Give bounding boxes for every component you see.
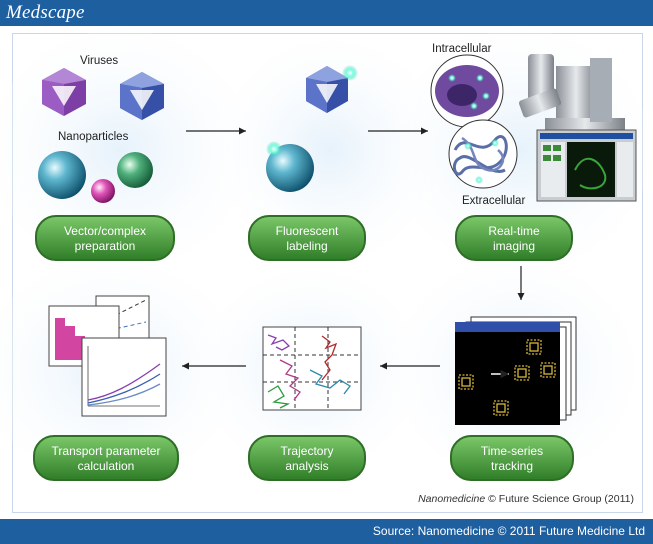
virus-blue-icon: [120, 72, 164, 120]
source-text: Source: Nanomedicine © 2011 Future Medic…: [372, 524, 645, 538]
step-fluorescent-labeling: Fluorescent labeling: [248, 215, 366, 261]
step-3-line-2: imaging: [493, 239, 535, 253]
intracellular-cell-icon: [430, 54, 504, 128]
step-vector-preparation: Vector/complex preparation: [35, 215, 175, 261]
trajectory-plot-icon: [262, 326, 362, 411]
extracellular-label: Extracellular: [462, 195, 525, 207]
labeled-virus-icon: [306, 65, 358, 113]
image-stack-icon: [455, 316, 577, 425]
step-real-time-imaging: Real-time imaging: [455, 215, 573, 261]
figure-credit: Nanomedicine © Future Science Group (201…: [418, 493, 634, 505]
glow-2: [220, 40, 440, 260]
step-4-line-2: tracking: [491, 459, 533, 473]
microscope-icon: [518, 54, 625, 132]
step-trajectory-analysis: Trajectory analysis: [248, 435, 366, 481]
step-1-line-1: Vector/complex: [64, 224, 146, 238]
step-transport-calculation: Transport parameter calculation: [33, 435, 179, 481]
virus-purple-icon: [42, 68, 86, 116]
medscape-logo[interactable]: Medscape: [6, 2, 85, 23]
analysis-plots-icon: [48, 295, 167, 417]
credit-journal: Nanomedicine: [418, 493, 485, 505]
monitor-screen-icon: [536, 129, 637, 202]
header-bar: Medscape: [0, 0, 653, 26]
step-1-line-2: preparation: [75, 239, 136, 253]
credit-rest: © Future Science Group (2011): [485, 493, 634, 505]
nanoparticle-pink-icon: [91, 179, 115, 203]
step-6-line-2: calculation: [78, 459, 135, 473]
step-3-line-1: Real-time: [488, 224, 540, 238]
nanoparticles-label: Nanoparticles: [58, 131, 129, 143]
step-4-line-1: Time-series: [481, 444, 543, 458]
step-6-line-1: Transport parameter: [52, 444, 161, 458]
step-5-line-1: Trajectory: [281, 444, 334, 458]
step-2-line-2: labeling: [286, 239, 327, 253]
intracellular-label: Intracellular: [432, 43, 492, 55]
footer-bar: Source: Nanomedicine © 2011 Future Medic…: [0, 519, 653, 544]
step-2-line-1: Fluorescent: [276, 224, 339, 238]
step-time-series-tracking: Time-series tracking: [450, 435, 574, 481]
nanoparticle-teal-icon: [38, 151, 86, 199]
step-5-line-2: analysis: [285, 459, 328, 473]
extracellular-matrix-icon: [448, 119, 518, 189]
viruses-label: Viruses: [80, 55, 118, 67]
nanoparticle-green-icon: [117, 152, 153, 188]
labeled-nanoparticle-icon: [266, 141, 314, 192]
